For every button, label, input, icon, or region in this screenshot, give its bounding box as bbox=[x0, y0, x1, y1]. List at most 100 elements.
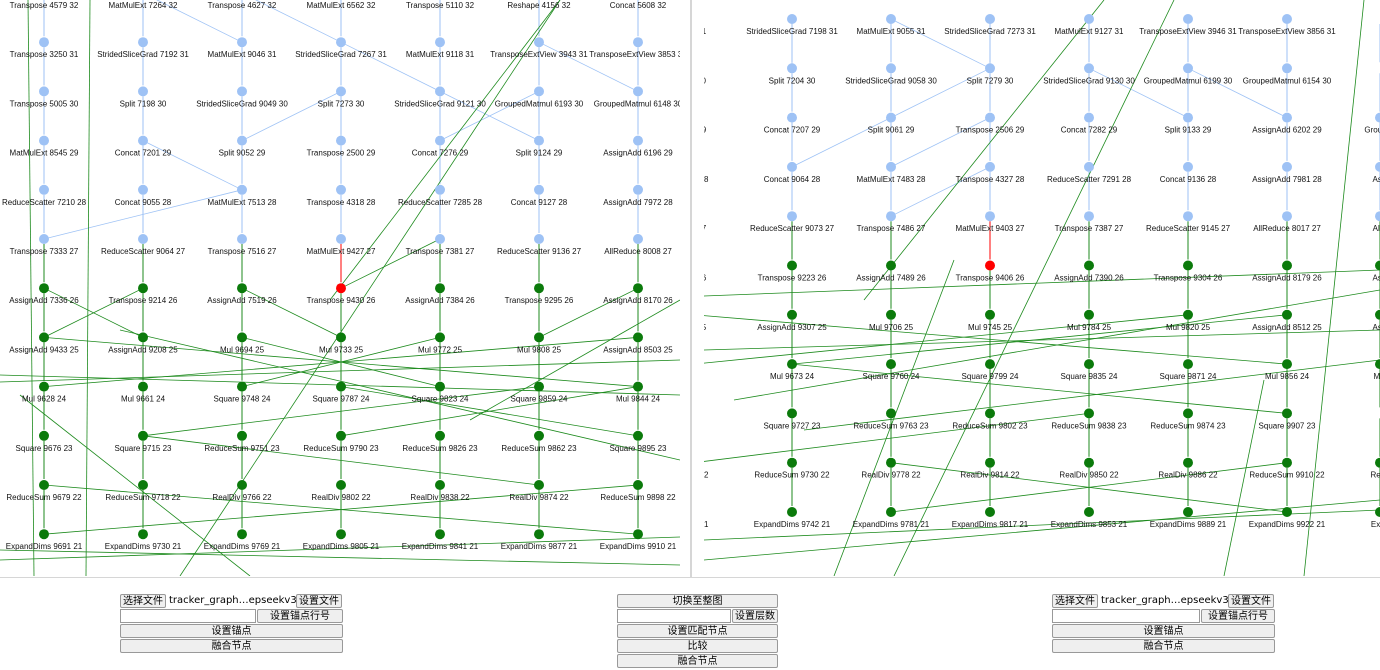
graph-node[interactable] bbox=[39, 283, 49, 294]
graph-node[interactable] bbox=[633, 135, 643, 146]
graph-node[interactable] bbox=[435, 480, 445, 490]
graph-node[interactable] bbox=[886, 14, 896, 24]
graph-node[interactable] bbox=[1282, 309, 1292, 320]
graph-node[interactable] bbox=[787, 309, 797, 320]
graph-node[interactable] bbox=[1282, 112, 1292, 123]
graph-node[interactable] bbox=[138, 529, 148, 540]
graph-node[interactable] bbox=[39, 480, 49, 490]
graph-node[interactable] bbox=[1282, 507, 1292, 517]
graph-node[interactable] bbox=[1084, 161, 1094, 172]
graph-node[interactable] bbox=[1282, 359, 1292, 370]
graph-node[interactable] bbox=[39, 332, 49, 343]
graph-node[interactable] bbox=[1282, 161, 1292, 172]
graph-node[interactable] bbox=[534, 332, 544, 343]
graph-node[interactable] bbox=[787, 112, 797, 123]
graph-node[interactable] bbox=[787, 211, 797, 222]
graph-node[interactable] bbox=[1084, 359, 1094, 370]
graph-node[interactable] bbox=[1084, 408, 1094, 419]
graph-node[interactable] bbox=[886, 161, 896, 172]
graph-node[interactable] bbox=[336, 184, 346, 195]
graph-node[interactable] bbox=[336, 234, 346, 244]
level-count-input[interactable] bbox=[617, 609, 731, 623]
graph-node[interactable] bbox=[435, 529, 445, 540]
graph-node[interactable] bbox=[985, 161, 995, 172]
graph-node[interactable] bbox=[336, 332, 346, 343]
graph-node[interactable] bbox=[237, 234, 247, 244]
graph-node[interactable] bbox=[336, 283, 346, 294]
graph-node[interactable] bbox=[886, 309, 896, 320]
graph-node[interactable] bbox=[336, 135, 346, 146]
graph-node[interactable] bbox=[787, 359, 797, 370]
right-set-anchor-button[interactable]: 设置锚点 bbox=[1052, 624, 1275, 638]
left-merge-nodes-button[interactable]: 融合节点 bbox=[120, 639, 343, 653]
graph-node[interactable] bbox=[237, 184, 247, 195]
graph-node[interactable] bbox=[237, 430, 247, 441]
graph-node[interactable] bbox=[1375, 161, 1380, 172]
graph-node[interactable] bbox=[336, 37, 346, 48]
graph-node[interactable] bbox=[1084, 14, 1094, 24]
graph-node[interactable] bbox=[985, 457, 995, 468]
graph-node[interactable] bbox=[1375, 457, 1380, 468]
graph-node[interactable] bbox=[886, 359, 896, 370]
graph-node[interactable] bbox=[435, 332, 445, 343]
graph-node[interactable] bbox=[1183, 63, 1193, 74]
right-graph-canvas[interactable]: 253 31311 30554 297216 28339 27342 26409… bbox=[704, 0, 1380, 576]
graph-node[interactable] bbox=[138, 381, 148, 392]
graph-node[interactable] bbox=[237, 135, 247, 146]
graph-node[interactable] bbox=[985, 507, 995, 517]
graph-node[interactable] bbox=[633, 283, 643, 294]
graph-node[interactable] bbox=[1084, 211, 1094, 222]
graph-node[interactable] bbox=[1084, 309, 1094, 320]
graph-node[interactable] bbox=[985, 211, 995, 222]
graph-node[interactable] bbox=[534, 86, 544, 97]
graph-node[interactable] bbox=[1183, 161, 1193, 172]
right-merge-nodes-button[interactable]: 融合节点 bbox=[1052, 639, 1275, 653]
graph-node[interactable] bbox=[633, 480, 643, 490]
graph-node[interactable] bbox=[1183, 309, 1193, 320]
left-set-anchor-line-button[interactable]: 设置锚点行号 bbox=[257, 609, 343, 623]
graph-node[interactable] bbox=[534, 480, 544, 490]
graph-node[interactable] bbox=[787, 260, 797, 271]
graph-node[interactable] bbox=[1375, 359, 1380, 370]
graph-node[interactable] bbox=[138, 86, 148, 97]
graph-node[interactable] bbox=[787, 63, 797, 74]
graph-node[interactable] bbox=[39, 86, 49, 97]
graph-node[interactable] bbox=[336, 86, 346, 97]
graph-node[interactable] bbox=[633, 86, 643, 97]
graph-node[interactable] bbox=[138, 135, 148, 146]
graph-node[interactable] bbox=[1183, 507, 1193, 517]
graph-node[interactable] bbox=[1183, 359, 1193, 370]
graph-node[interactable] bbox=[1084, 112, 1094, 123]
graph-node[interactable] bbox=[138, 37, 148, 48]
graph-node[interactable] bbox=[1084, 260, 1094, 271]
graph-node[interactable] bbox=[1375, 507, 1380, 517]
left-anchor-line-input[interactable] bbox=[120, 609, 256, 623]
graph-node[interactable] bbox=[787, 507, 797, 517]
graph-node[interactable] bbox=[237, 480, 247, 490]
graph-node[interactable] bbox=[985, 63, 995, 74]
graph-node[interactable] bbox=[237, 332, 247, 343]
graph-node[interactable] bbox=[1183, 211, 1193, 222]
left-set-file-button[interactable]: 设置文件 bbox=[296, 594, 342, 608]
graph-node[interactable] bbox=[1282, 211, 1292, 222]
graph-node[interactable] bbox=[633, 529, 643, 540]
graph-node[interactable] bbox=[1183, 14, 1193, 24]
graph-node[interactable] bbox=[787, 408, 797, 419]
graph-node[interactable] bbox=[336, 430, 346, 441]
graph-node[interactable] bbox=[1084, 457, 1094, 468]
graph-node[interactable] bbox=[435, 234, 445, 244]
graph-node[interactable] bbox=[237, 529, 247, 540]
graph-node[interactable] bbox=[985, 260, 995, 271]
graph-node[interactable] bbox=[1282, 457, 1292, 468]
graph-node[interactable] bbox=[39, 381, 49, 392]
graph-node[interactable] bbox=[435, 86, 445, 97]
set-level-button[interactable]: 设置层数 bbox=[732, 609, 778, 623]
graph-node[interactable] bbox=[1282, 63, 1292, 74]
graph-node[interactable] bbox=[1084, 63, 1094, 74]
graph-node[interactable] bbox=[237, 86, 247, 97]
graph-node[interactable] bbox=[1375, 211, 1380, 222]
graph-node[interactable] bbox=[138, 430, 148, 441]
right-choose-file-button[interactable]: 选择文件 bbox=[1052, 594, 1098, 608]
